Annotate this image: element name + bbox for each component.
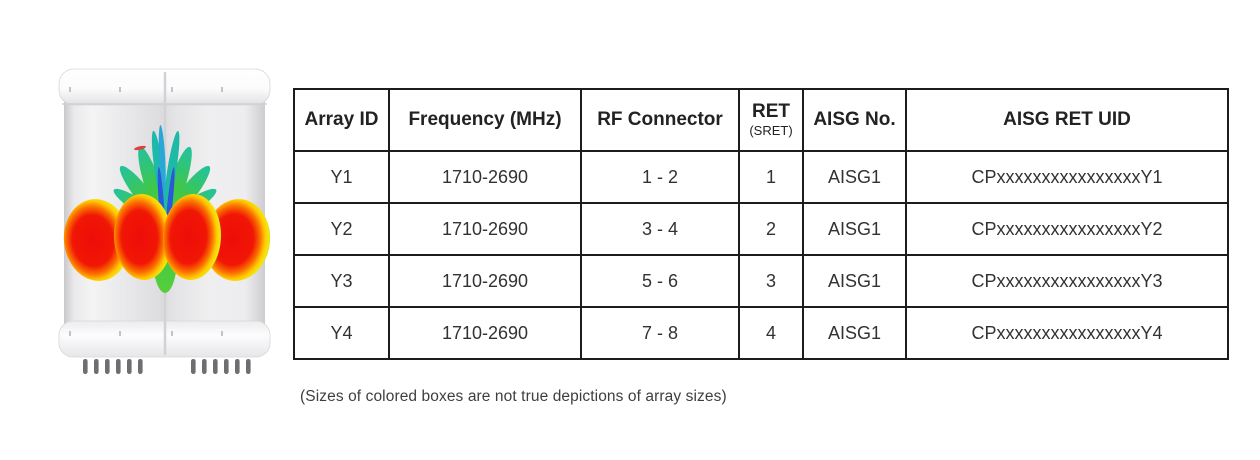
radiation-lobes	[63, 194, 271, 281]
cell-ret: 2	[738, 202, 804, 256]
table-row: Y2 1710-2690 3 - 4 2 AISG1 CPxxxxxxxxxxx…	[293, 202, 1229, 256]
col-header-frequency: Frequency (MHz)	[388, 88, 582, 152]
cell-aisg-no: AISG1	[802, 202, 907, 256]
cell-frequency: 1710-2690	[388, 150, 582, 204]
cell-ret: 1	[738, 150, 804, 204]
cell-ret: 3	[738, 254, 804, 308]
array-spec-table: Array ID Frequency (MHz) RF Connector RE…	[293, 88, 1229, 360]
cell-aisg-ret-uid: CPxxxxxxxxxxxxxxxxY2	[905, 202, 1229, 256]
col-header-aisg-no: AISG No.	[802, 88, 907, 152]
col-header-array-id: Array ID	[293, 88, 390, 152]
cell-aisg-no: AISG1	[802, 150, 907, 204]
cell-ret: 4	[738, 306, 804, 360]
table-row: Y3 1710-2690 5 - 6 3 AISG1 CPxxxxxxxxxxx…	[293, 254, 1229, 308]
table-header-row: Array ID Frequency (MHz) RF Connector RE…	[293, 88, 1229, 152]
col-header-aisg-ret-uid: AISG RET UID	[905, 88, 1229, 152]
cell-rf-connector: 1 - 2	[580, 150, 740, 204]
cell-frequency: 1710-2690	[388, 202, 582, 256]
cell-aisg-ret-uid: CPxxxxxxxxxxxxxxxxY3	[905, 254, 1229, 308]
col-header-rf-connector: RF Connector	[580, 88, 740, 152]
cell-rf-connector: 3 - 4	[580, 202, 740, 256]
table-row: Y4 1710-2690 7 - 8 4 AISG1 CPxxxxxxxxxxx…	[293, 306, 1229, 360]
antenna-radiation-pattern-graphic	[58, 68, 271, 374]
cell-frequency: 1710-2690	[388, 306, 582, 360]
cell-aisg-ret-uid: CPxxxxxxxxxxxxxxxxY4	[905, 306, 1229, 360]
cell-frequency: 1710-2690	[388, 254, 582, 308]
cell-rf-connector: 7 - 8	[580, 306, 740, 360]
col-header-ret: RET (SRET)	[738, 88, 804, 152]
col-header-ret-sub: (SRET)	[749, 122, 793, 138]
cell-rf-connector: 5 - 6	[580, 254, 740, 308]
cell-aisg-no: AISG1	[802, 306, 907, 360]
cell-aisg-no: AISG1	[802, 254, 907, 308]
cell-aisg-ret-uid: CPxxxxxxxxxxxxxxxxY1	[905, 150, 1229, 204]
col-header-ret-main: RET	[752, 100, 790, 122]
table-row: Y1 1710-2690 1 - 2 1 AISG1 CPxxxxxxxxxxx…	[293, 150, 1229, 204]
cell-array-id: Y4	[293, 306, 390, 360]
antenna-image	[52, 63, 277, 383]
cell-array-id: Y3	[293, 254, 390, 308]
footnote: (Sizes of colored boxes are not true dep…	[300, 388, 727, 405]
connector-pins	[83, 359, 251, 374]
cell-array-id: Y2	[293, 202, 390, 256]
cell-array-id: Y1	[293, 150, 390, 204]
antenna-screws	[69, 87, 223, 336]
